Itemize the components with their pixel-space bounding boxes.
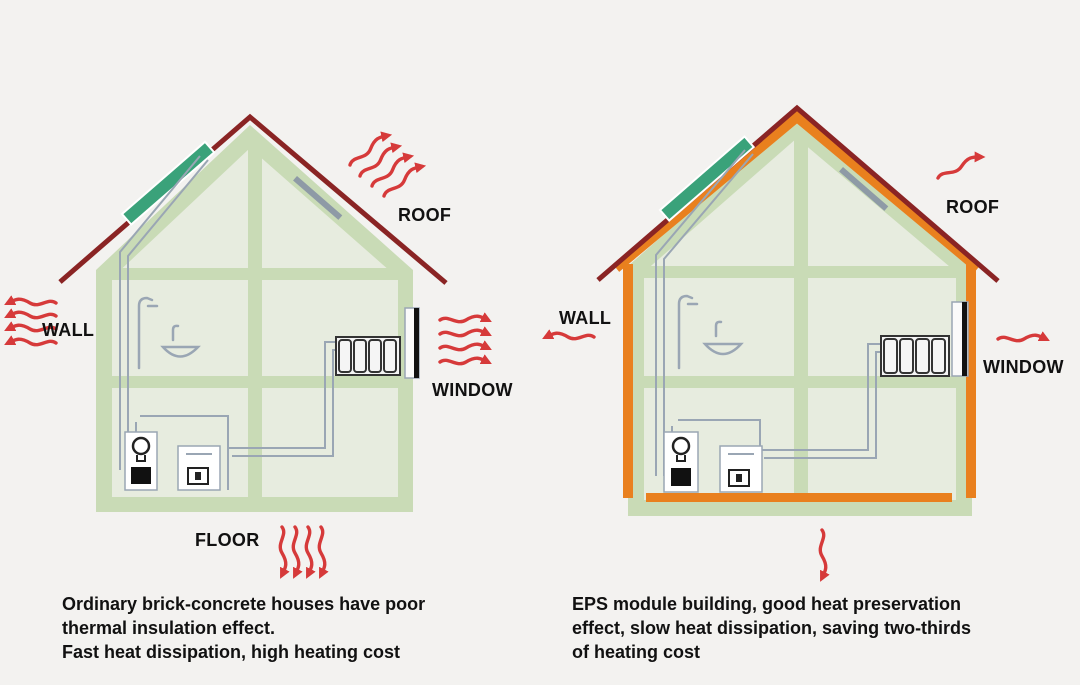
sink-icon (702, 320, 744, 356)
floor-heat-loss-arrows (280, 527, 325, 575)
boiler-icon (663, 431, 763, 493)
interior-frame (112, 148, 398, 497)
left-house (8, 113, 488, 575)
window-heat-loss-arrows (440, 316, 488, 364)
left-floor-label: FLOOR (195, 530, 260, 550)
right-house (546, 104, 1046, 578)
left-caption-line: Fast heat dissipation, high heating cost (62, 642, 401, 662)
right-caption-line: effect, slow heat dissipation, saving tw… (572, 618, 972, 638)
left-caption: Ordinary brick-concrete houses have poor… (62, 592, 425, 664)
right-caption-line: EPS module building, good heat preservat… (572, 594, 962, 614)
window-icon (404, 307, 420, 379)
interior-frame (644, 138, 956, 500)
left-window-label: WINDOW (432, 380, 513, 400)
roof-heat-loss-arrow (936, 154, 982, 180)
skylight-icon (839, 167, 889, 211)
shower-icon (677, 294, 699, 370)
skylight-icon (293, 176, 343, 220)
radiator-icon (335, 336, 401, 376)
radiator-icon (880, 335, 950, 377)
sink-icon (160, 324, 201, 358)
left-caption-line: thermal insulation effect. (62, 618, 276, 638)
pipe-network (655, 149, 883, 492)
roof-line (58, 113, 448, 285)
right-wall-label: WALL (559, 308, 612, 328)
wall-heat-loss-arrow (546, 333, 594, 339)
window-heat-loss-arrow (998, 335, 1046, 341)
window-icon (951, 301, 969, 377)
solar-panel-icon (658, 135, 756, 222)
left-roof-label: ROOF (398, 205, 452, 225)
right-caption-line: of heating cost (572, 642, 701, 662)
floor-heat-loss-arrow (820, 530, 826, 578)
roof-heat-loss-arrows (348, 132, 423, 197)
right-roof-label: ROOF (946, 197, 1000, 217)
shower-icon (137, 296, 159, 370)
boiler-icon (124, 431, 221, 491)
roof-line (596, 104, 1000, 283)
right-caption: EPS module building, good heat preservat… (572, 592, 971, 664)
left-wall-label: WALL (42, 320, 95, 340)
right-window-label: WINDOW (983, 357, 1064, 377)
left-caption-line: Ordinary brick-concrete houses have poor (62, 594, 426, 614)
eps-insulation-layer (612, 110, 982, 502)
